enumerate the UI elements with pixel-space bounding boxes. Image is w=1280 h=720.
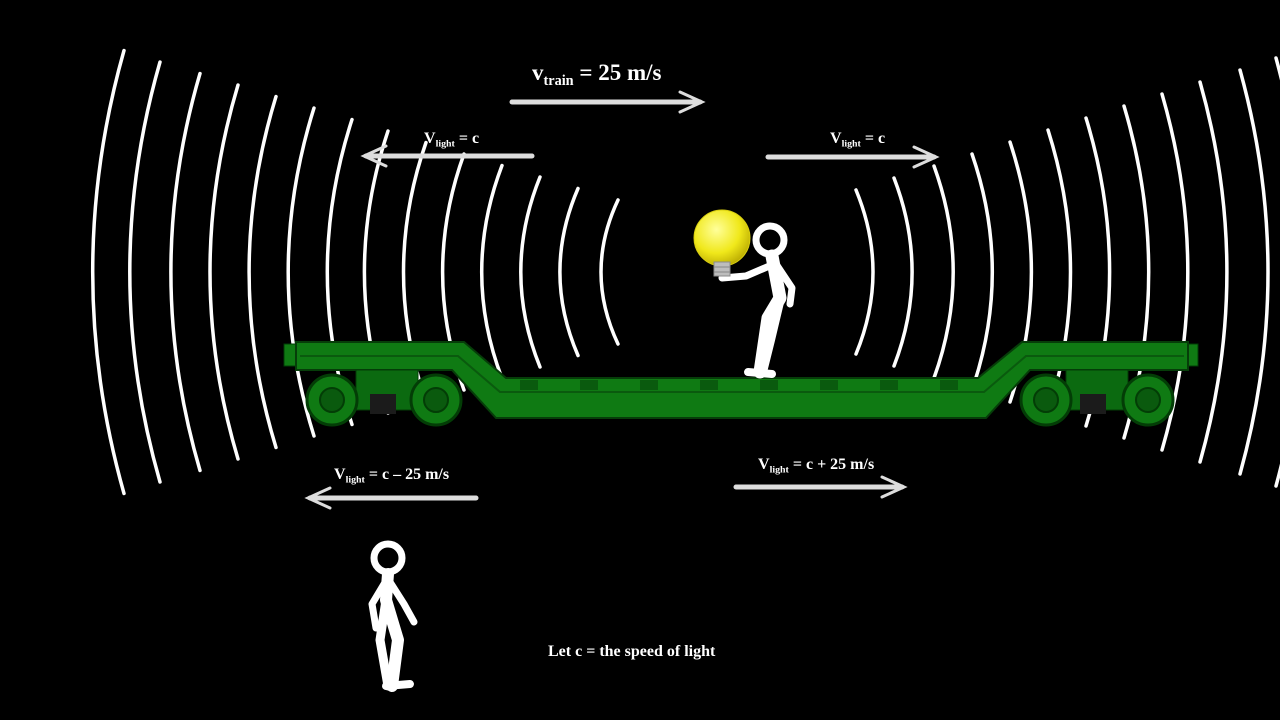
light-wavefronts-right: [854, 56, 1280, 488]
wavefront-arc: [558, 186, 580, 358]
wavefront-arc: [970, 152, 995, 392]
wavefront-arc: [128, 60, 162, 484]
wavefront-arc: [286, 106, 316, 438]
ground-light-right-label: Vlight = c + 25 m/s: [758, 456, 875, 476]
wavefront-arc: [932, 164, 955, 380]
wavefront-arc: [599, 198, 620, 346]
train-light-left-label: Vlight = c: [424, 130, 480, 150]
stick-figure-icon: [368, 540, 418, 692]
wavefront-arc: [519, 175, 542, 369]
wavefront-arc: [892, 176, 914, 368]
train-light-right-label: Vlight = c: [830, 130, 886, 150]
wavefront-arc: [90, 48, 126, 496]
wavefront-arc: [854, 188, 875, 356]
wavefront-arc: [169, 71, 202, 473]
wavefront-arc: [1274, 56, 1280, 488]
stick-figure-icon: [718, 222, 796, 379]
train-velocity-label: vtrain = 25 m/s: [532, 60, 662, 89]
arrow-icon: [304, 90, 940, 510]
wavefront-arc: [208, 83, 240, 461]
wavefront-arc: [480, 163, 504, 381]
wavefront-arc: [247, 94, 278, 450]
wavefront-arc: [1198, 80, 1229, 464]
light-wavefronts-left: [90, 48, 620, 496]
speed-of-light-note: Let c = the speed of light: [548, 643, 716, 660]
wavefront-arc: [1238, 68, 1270, 476]
light-bulb-icon: [693, 209, 751, 277]
ground-light-left-label: Vlight = c – 25 m/s: [334, 466, 450, 486]
train-car-icon: [283, 341, 1199, 427]
